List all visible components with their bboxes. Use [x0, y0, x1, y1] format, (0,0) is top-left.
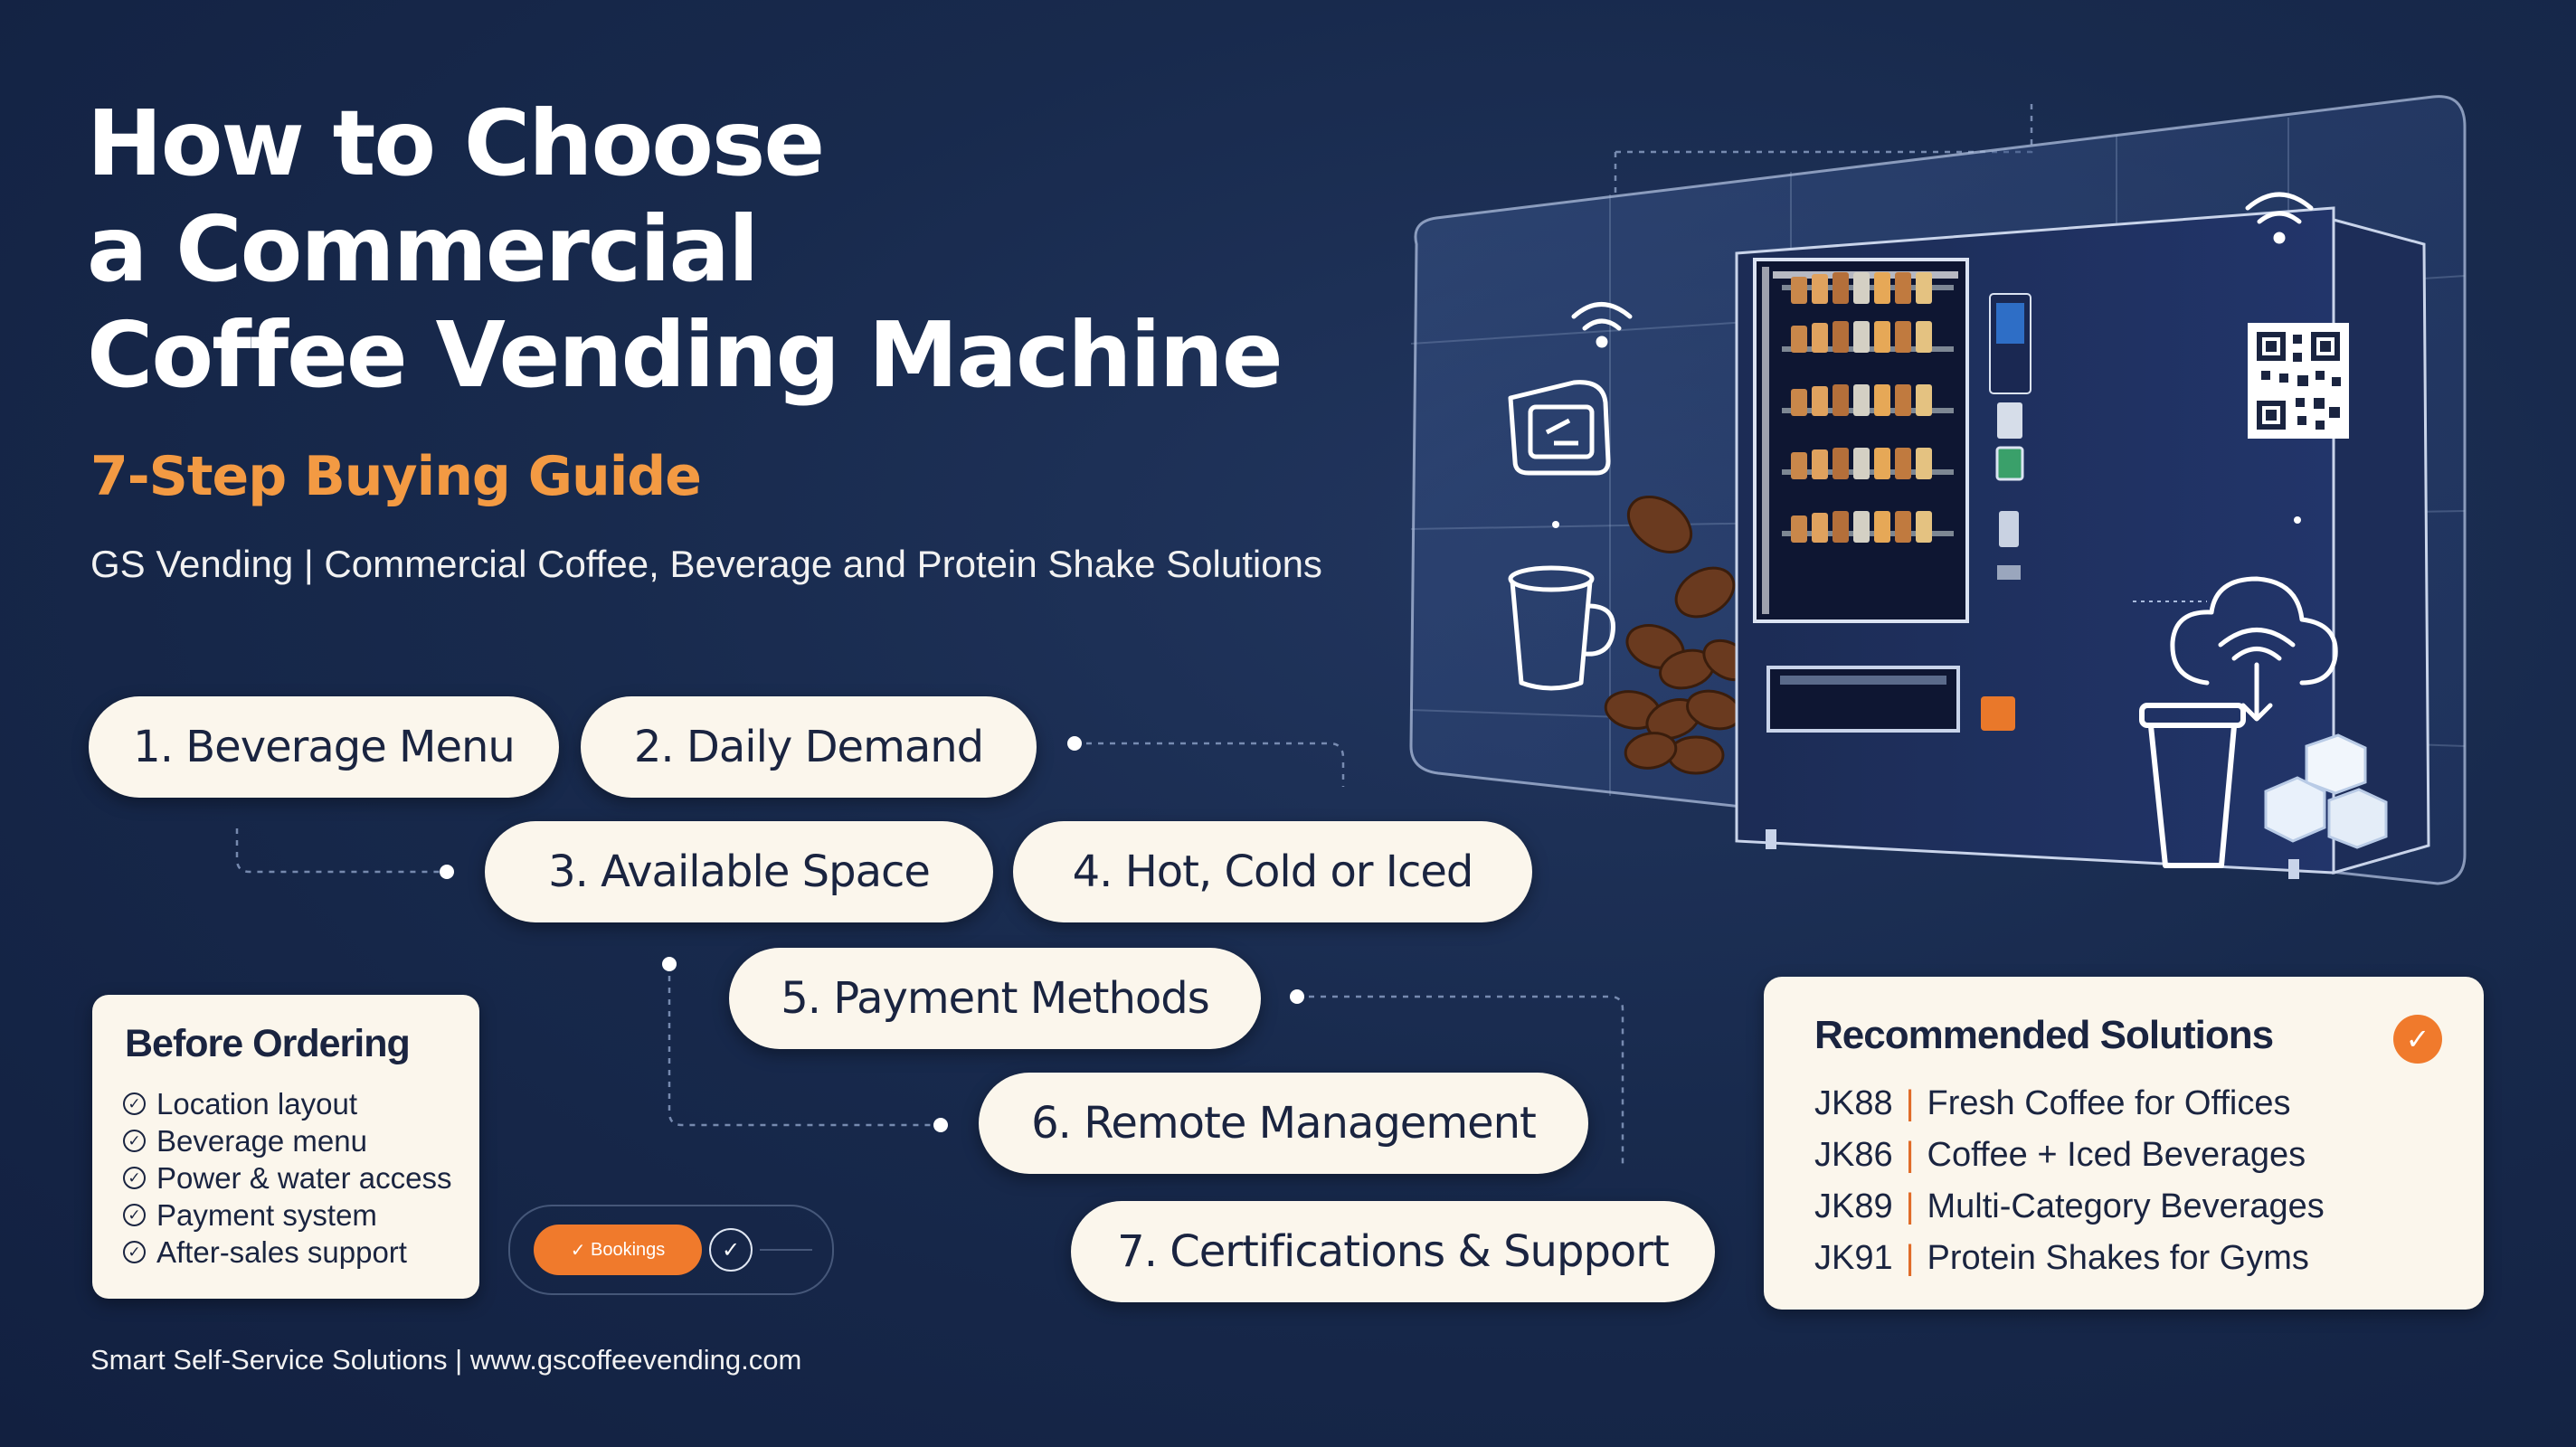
- connector-dot: [440, 865, 454, 879]
- check-circle-icon[interactable]: ✓: [709, 1228, 753, 1272]
- checklist-item: ✓ Beverage menu: [123, 1122, 451, 1159]
- checklist-item-label: Beverage menu: [156, 1123, 367, 1158]
- vending-machine: [1735, 206, 2430, 879]
- step-1-pill[interactable]: 1. Beverage Menu: [89, 696, 559, 798]
- connector-dot: [933, 1118, 948, 1132]
- step-4-pill[interactable]: 4. Hot, Cold or Iced: [1013, 821, 1532, 922]
- solution-model: JK88: [1814, 1084, 1893, 1122]
- connector-line: [235, 828, 447, 874]
- toggle-divider: [760, 1249, 812, 1251]
- connector-line: [1075, 742, 1345, 787]
- solution-row[interactable]: JK86 | Coffee + Iced Beverages: [1814, 1130, 2325, 1181]
- connector-dot: [1290, 989, 1304, 1004]
- connector-dot: [1067, 736, 1082, 751]
- check-circle-icon: ✓: [123, 1130, 146, 1152]
- solution-model: JK91: [1814, 1239, 1893, 1277]
- solution-description: Multi-Category Beverages: [1927, 1187, 2325, 1225]
- checklist-item-label: After-sales support: [156, 1234, 407, 1269]
- checklist-item-label: Power & water access: [156, 1160, 452, 1195]
- separator: |: [1905, 1187, 1915, 1225]
- qr-code-icon: [2248, 323, 2349, 439]
- checklist-item-label: Location layout: [156, 1086, 357, 1121]
- coffee-cup-icon: [1508, 565, 1615, 691]
- decor-dot: [1552, 521, 1559, 528]
- solution-description: Coffee + Iced Beverages: [1927, 1136, 2306, 1174]
- solution-description: Fresh Coffee for Offices: [1927, 1084, 2291, 1122]
- checklist-item: ✓ Power & water access: [123, 1159, 451, 1196]
- check-badge-icon: ✓: [2393, 1015, 2442, 1064]
- page-subtitle: 7-Step Buying Guide: [90, 445, 702, 508]
- before-ordering-card: Before Ordering ✓ Location layout ✓ Bevera…: [92, 995, 479, 1299]
- solution-model: JK86: [1814, 1136, 1893, 1174]
- footer-text: Smart Self-Service Solutions | www.gscof…: [90, 1344, 802, 1376]
- separator: |: [1905, 1239, 1915, 1277]
- cloud-wifi-icon: [2170, 576, 2338, 722]
- step-3-pill[interactable]: 3. Available Space: [485, 821, 993, 922]
- checklist-item-label: Payment system: [156, 1197, 377, 1232]
- coffee-beans-icon: [1604, 496, 1753, 775]
- ice-cubes-icon: [2264, 733, 2388, 849]
- step-6-pill[interactable]: 6. Remote Management: [979, 1073, 1588, 1174]
- recommended-solutions-card: Recommended Solutions ✓ JK88 | Fresh Coffe…: [1764, 977, 2484, 1310]
- checklist-item: ✓ Location layout: [123, 1085, 451, 1122]
- before-ordering-list: ✓ Location layout ✓ Beverage menu ✓ Power &…: [123, 1085, 451, 1271]
- check-circle-icon: ✓: [123, 1167, 146, 1189]
- step-2-pill[interactable]: 2. Daily Demand: [581, 696, 1037, 798]
- booking-button-label: Bookings: [591, 1239, 666, 1260]
- separator: |: [1905, 1084, 1915, 1122]
- page-title: How to Choose a Commercial Coffee Vendin…: [87, 90, 1283, 408]
- solution-description: Protein Shakes for Gyms: [1927, 1239, 2309, 1277]
- check-circle-icon: ✓: [123, 1241, 146, 1263]
- connector-line: [668, 964, 941, 1127]
- checklist-item: ✓ Payment system: [123, 1196, 451, 1234]
- recommended-title: Recommended Solutions: [1814, 1013, 2274, 1057]
- wifi-icon: [2245, 192, 2314, 244]
- product-row: [1791, 321, 1932, 353]
- solution-row[interactable]: JK91 | Protein Shakes for Gyms: [1814, 1233, 2325, 1284]
- booking-toggle: ✓ Bookings ✓: [508, 1205, 834, 1295]
- solution-row[interactable]: JK88 | Fresh Coffee for Offices: [1814, 1078, 2325, 1130]
- vending-machine-illustration: [1409, 95, 2467, 885]
- booking-button[interactable]: ✓ Bookings: [534, 1225, 702, 1275]
- title-line-1: How to Choose: [87, 90, 825, 196]
- decor-dot: [2294, 516, 2301, 524]
- title-line-2: a Commercial: [87, 196, 759, 302]
- iced-cup-icon: [2139, 703, 2246, 868]
- check-circle-icon: ✓: [123, 1204, 146, 1226]
- step-7-pill[interactable]: 7. Certifications & Support: [1071, 1201, 1715, 1302]
- separator: |: [1905, 1136, 1915, 1174]
- pos-terminal-icon: [1508, 380, 1611, 476]
- title-line-3: Coffee Vending Machine: [87, 302, 1283, 408]
- before-ordering-title: Before Ordering: [125, 1022, 411, 1065]
- check-circle-icon: ✓: [123, 1092, 146, 1115]
- checklist-item: ✓ After-sales support: [123, 1234, 451, 1271]
- company-tagline: GS Vending | Commercial Coffee, Beverage…: [90, 543, 1322, 585]
- connector-line: [1297, 995, 1624, 1167]
- recommended-list: JK88 | Fresh Coffee for Offices JK86 | Coffe…: [1814, 1078, 2325, 1284]
- solution-row[interactable]: JK89 | Multi-Category Beverages: [1814, 1181, 2325, 1233]
- wifi-icon: [1571, 302, 1633, 348]
- step-5-pill[interactable]: 5. Payment Methods: [729, 948, 1261, 1049]
- solution-model: JK89: [1814, 1187, 1893, 1225]
- connector-dot: [662, 957, 677, 971]
